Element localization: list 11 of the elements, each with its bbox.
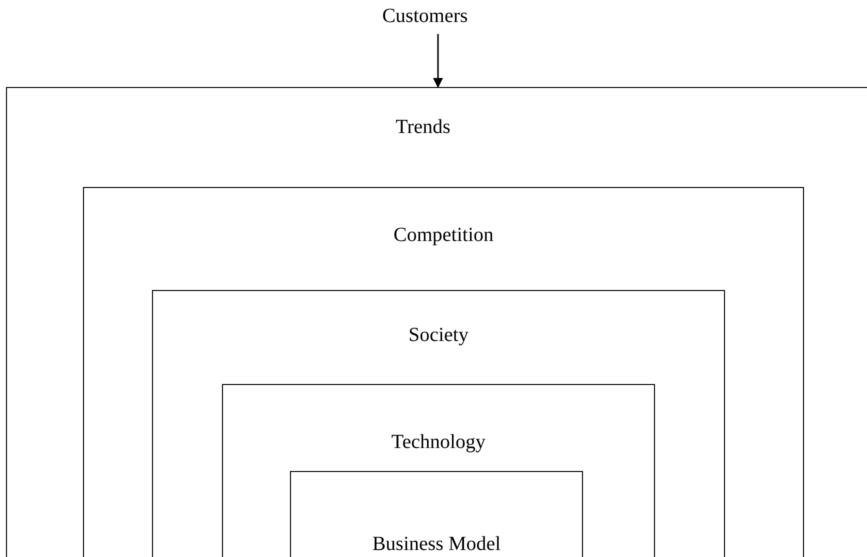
box-label: Trends	[394, 115, 452, 139]
box-label: Technology	[390, 430, 487, 454]
nested-box	[6, 87, 867, 557]
arrow	[433, 34, 443, 88]
box-label: Society	[408, 323, 470, 347]
box-label: Competition	[392, 223, 494, 247]
nested-box	[222, 384, 655, 557]
box-label: Business Model	[371, 532, 502, 556]
box-label: Customers	[381, 4, 469, 28]
nested-box	[83, 187, 804, 557]
nested-box	[152, 290, 725, 557]
